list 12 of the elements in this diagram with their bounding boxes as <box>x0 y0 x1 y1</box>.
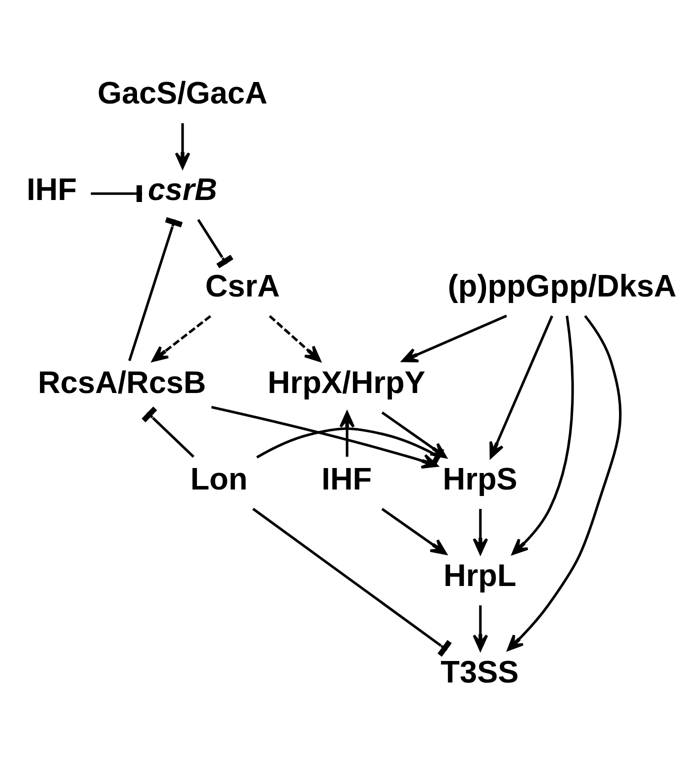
node-text: HrpX/HrpY <box>268 365 426 400</box>
node-text: HrpL <box>444 558 516 593</box>
node-text: GacS/GacA <box>97 76 268 111</box>
node-text: CsrA <box>205 268 280 304</box>
node-text: IHF <box>26 172 77 208</box>
node-text: Lon <box>190 461 248 496</box>
node-text: RcsA/RcsB <box>38 365 206 400</box>
node-text: HrpS <box>442 461 518 496</box>
node-text: (p)ppGpp/DksA <box>448 268 676 304</box>
node-text: csrB <box>148 172 218 208</box>
node-text: T3SS <box>440 654 519 690</box>
node-text: IHF <box>322 461 372 496</box>
